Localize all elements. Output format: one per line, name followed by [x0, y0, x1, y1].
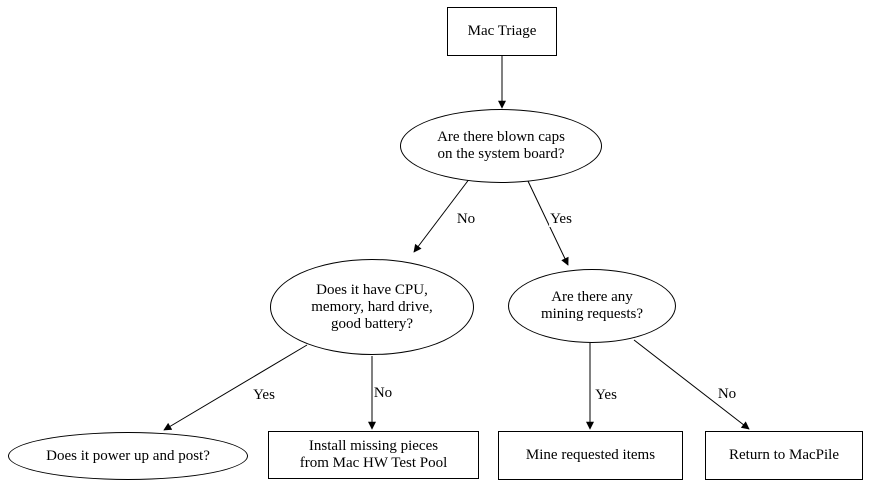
node-return-macpile-label: Return to MacPile: [729, 447, 839, 463]
edge-label-cpu-yes: Yes: [252, 387, 276, 403]
node-mining-requests: Are there any mining requests?: [508, 269, 676, 343]
node-mine-items-label: Mine requested items: [525, 447, 656, 463]
node-cpu-check-line1: Does it have CPU,: [316, 281, 428, 298]
edge-label-caps-no: No: [455, 211, 477, 227]
node-install-pieces-line1: Install missing pieces: [308, 438, 439, 454]
edge-label-mining-yes: Yes: [594, 387, 618, 403]
edge-mining-no: [633, 339, 750, 430]
node-install-pieces-line2: from Mac HW Test Pool: [299, 455, 448, 471]
node-blown-caps-line2: on the system board?: [437, 146, 565, 162]
node-blown-caps: Are there blown caps on the system board…: [400, 109, 602, 183]
edge-label-caps-yes: Yes: [549, 211, 573, 227]
node-mac-triage: Mac Triage: [447, 7, 557, 56]
node-mac-triage-label: Mac Triage: [467, 23, 537, 39]
node-cpu-check-line3: good battery?: [330, 315, 414, 332]
node-cpu-check-line2: memory, hard drive,: [311, 298, 433, 315]
node-blown-caps-line1: Are there blown caps: [437, 129, 565, 145]
node-return-macpile: Return to MacPile: [705, 431, 863, 480]
node-cpu-check: Does it have CPU, memory, hard drive, go…: [270, 259, 474, 355]
node-mining-requests-line1: Are there any: [551, 289, 633, 305]
edge-label-mining-no: No: [716, 386, 738, 402]
edge-cpu-yes: [163, 344, 308, 431]
edge-caps-yes: [526, 178, 569, 266]
edge-label-cpu-no: No: [372, 385, 394, 401]
edge-caps-no: [413, 177, 471, 253]
node-power-post: Does it power up and post?: [8, 432, 248, 480]
node-power-post-label: Does it power up and post?: [46, 447, 210, 464]
node-install-pieces: Install missing pieces from Mac HW Test …: [268, 431, 479, 479]
node-mining-requests-line2: mining requests?: [540, 306, 644, 322]
node-mine-items: Mine requested items: [498, 431, 683, 480]
